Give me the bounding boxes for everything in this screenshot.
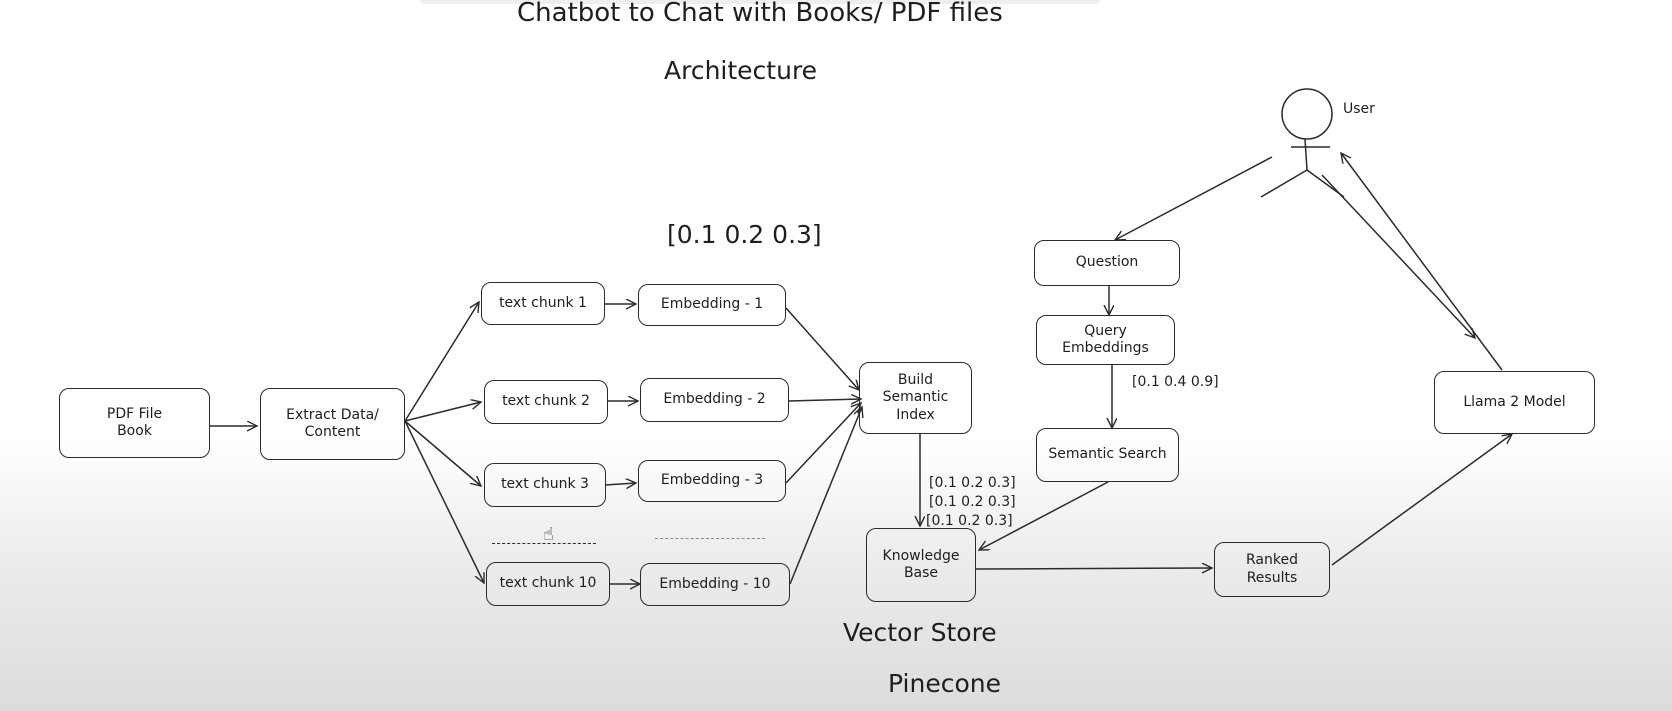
edge-emb3-to-index [785, 403, 861, 484]
edge-llama-to-user [1341, 153, 1503, 371]
embedding-10-node: Embedding - 10 [640, 563, 790, 606]
edge-extract-to-chunk2 [404, 402, 481, 422]
edge-chunk3-to-emb3 [604, 483, 636, 485]
llama-2-model-node: Llama 2 Model [1434, 371, 1595, 434]
edge-extract-to-chunk10 [404, 420, 484, 583]
knowledge-base-node: Knowledge Base [866, 528, 976, 602]
text-chunk-3-node: text chunk 3 [484, 463, 606, 507]
kb-vector-2: [0.1 0.2 0.3] [929, 494, 1016, 510]
query-vector: [0.1 0.4 0.9] [1132, 374, 1219, 390]
edge-kb-to-ranked [975, 568, 1212, 569]
edge-emb1-to-index [785, 307, 859, 390]
diagram-title: Chatbot to Chat with Books/ PDF files [517, 0, 1003, 28]
query-embeddings-node: Query Embeddings [1036, 315, 1175, 365]
vector-store-label: Vector Store [843, 618, 997, 647]
text-chunk-1-node: text chunk 1 [481, 282, 605, 325]
pdf-file-node: PDF File Book [59, 388, 210, 458]
hand-cursor-icon: ☝ [543, 524, 554, 545]
embedding-ellipsis-dashes [655, 538, 765, 539]
vector-example: [0.1 0.2 0.3] [667, 220, 822, 249]
edge-search-to-kb [979, 481, 1109, 550]
kb-vector-3: [0.1 0.2 0.3] [926, 513, 1013, 529]
user-stick-figure-icon [1260, 88, 1345, 198]
edge-extract-to-chunk3 [404, 420, 481, 486]
chunk-ellipsis-dashes [492, 543, 596, 544]
pinecone-label: Pinecone [888, 669, 1001, 698]
edge-emb2-to-index [788, 399, 861, 401]
top-scroll-bar [420, 0, 1100, 4]
edge-extract-to-chunk1 [404, 302, 479, 422]
edge-user-to-llama [1321, 174, 1475, 338]
text-chunk-10-node: text chunk 10 [486, 562, 610, 606]
semantic-search-node: Semantic Search [1036, 428, 1179, 482]
text-chunk-2-node: text chunk 2 [484, 380, 608, 424]
extract-node: Extract Data/ Content [260, 388, 405, 460]
user-label: User [1343, 101, 1375, 117]
kb-vector-1: [0.1 0.2 0.3] [929, 475, 1016, 491]
question-node: Question [1034, 240, 1180, 286]
diagram-subtitle: Architecture [664, 56, 818, 85]
edge-user-to-question [1115, 156, 1273, 240]
build-semantic-index-node: Build Semantic Index [859, 362, 972, 434]
embedding-3-node: Embedding - 3 [638, 460, 786, 502]
embedding-1-node: Embedding - 1 [638, 284, 786, 326]
edge-ranked-to-llama [1331, 434, 1512, 566]
embedding-2-node: Embedding - 2 [640, 378, 789, 422]
edge-emb10-to-index [789, 407, 862, 585]
ranked-results-node: Ranked Results [1214, 542, 1330, 597]
